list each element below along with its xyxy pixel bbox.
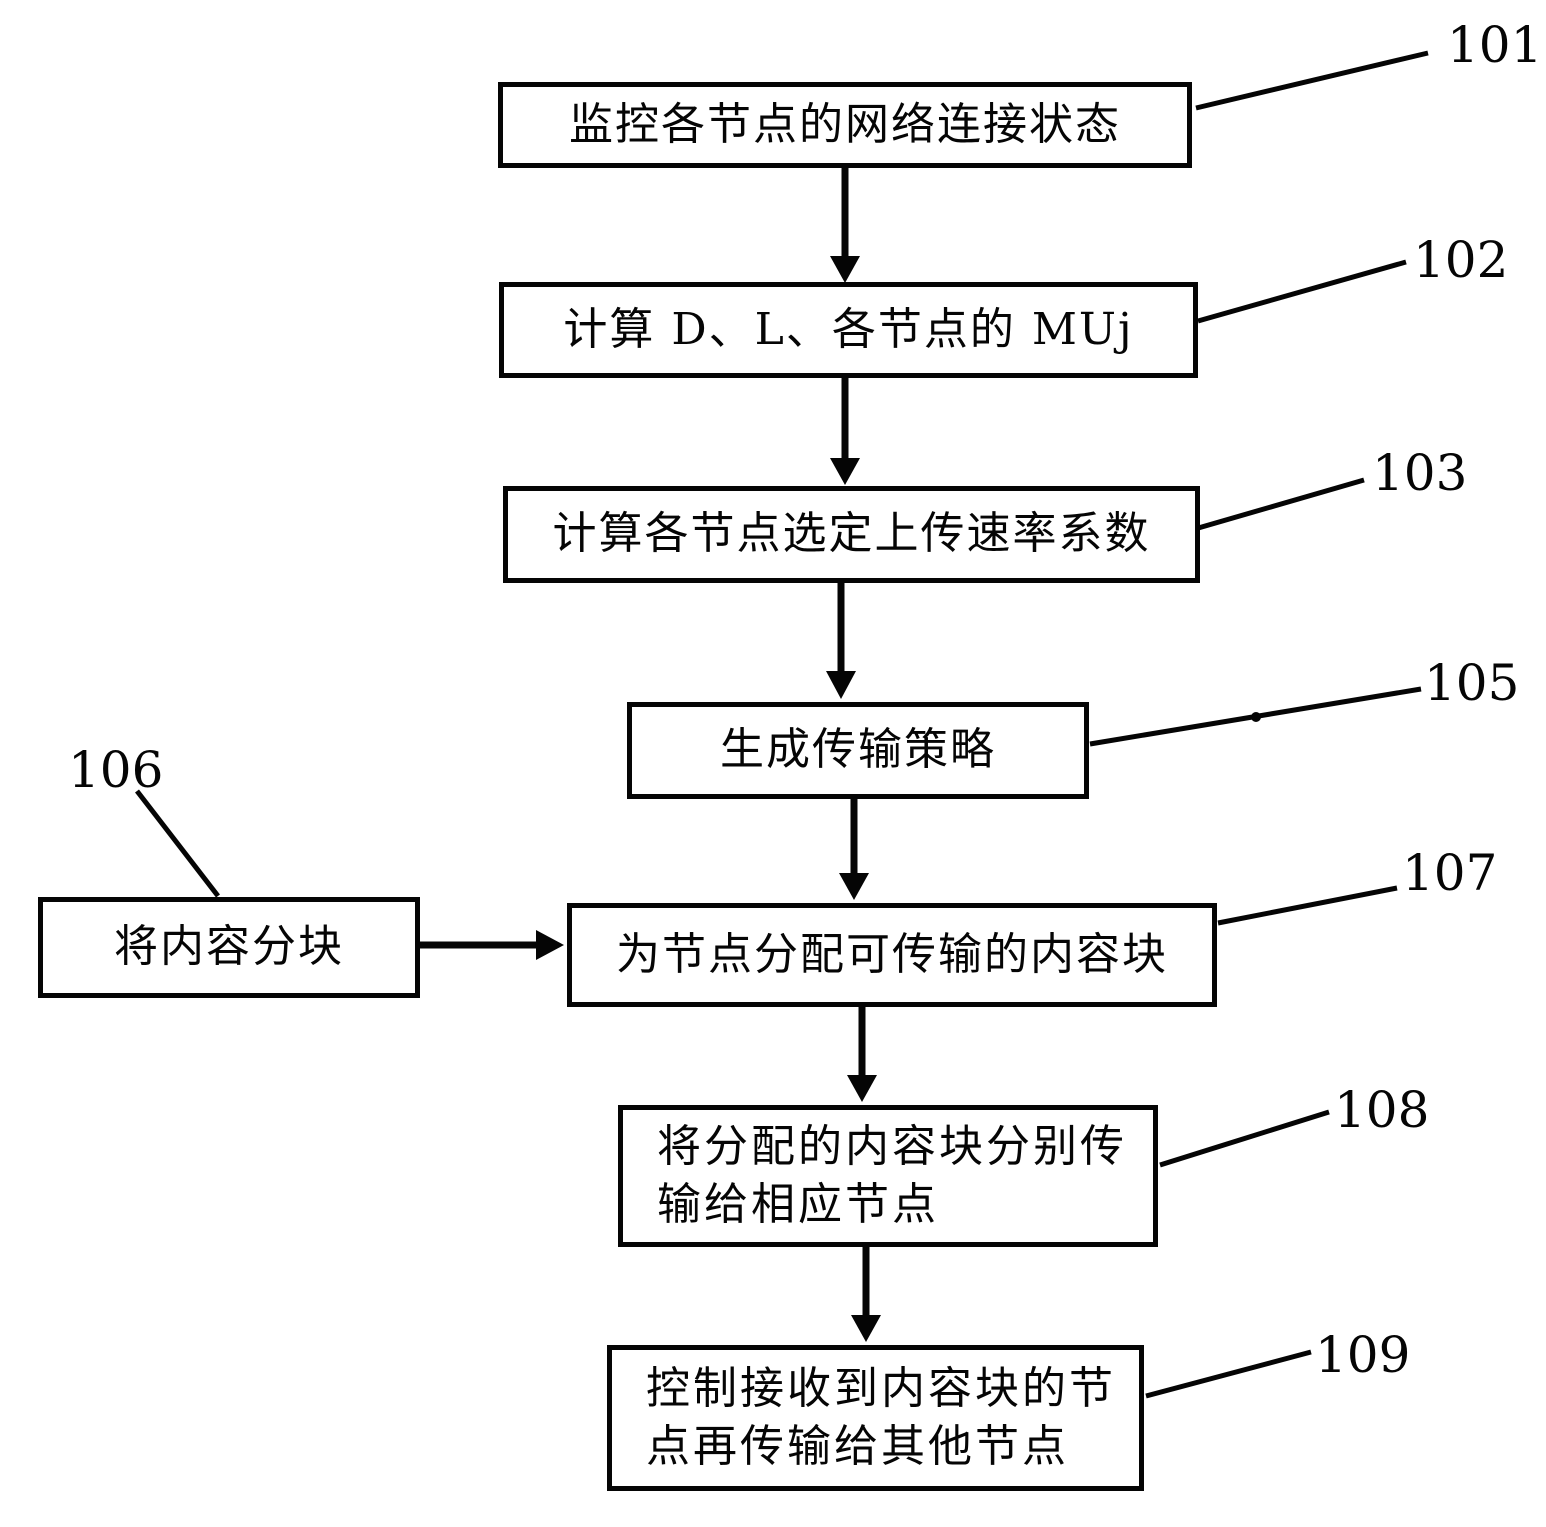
leader-line-106	[135, 789, 220, 898]
leader-line-107	[1217, 885, 1398, 926]
step-box-103: 计算各节点选定上传速率系数	[503, 486, 1200, 583]
step-label-105: 生成传输策略	[720, 724, 996, 776]
ref-label-101: 101	[1447, 16, 1543, 74]
step-box-108: 将分配的内容块分别传 输给相应节点	[618, 1105, 1158, 1247]
leader-line-102	[1197, 259, 1407, 324]
leader-line-108	[1159, 1109, 1330, 1168]
step-box-107: 为节点分配可传输的内容块	[567, 903, 1217, 1007]
leader-line-101	[1195, 50, 1429, 111]
arrow-107-108	[847, 1005, 877, 1102]
ref-label-107: 107	[1402, 844, 1498, 902]
leader-dot-105	[1251, 712, 1261, 722]
arrow-103-105	[826, 581, 856, 699]
step-label-109-line1: 控制接收到内容块的节	[646, 1362, 1116, 1414]
step-box-106: 将内容分块	[38, 897, 420, 998]
arrow-106-107	[420, 930, 564, 960]
ref-label-105: 105	[1424, 654, 1520, 712]
step-label-103: 计算各节点选定上传速率系数	[552, 508, 1151, 560]
step-label-106: 将内容分块	[114, 921, 344, 973]
arrow-101-102	[830, 166, 860, 283]
step-box-102: 计算 D、L、各节点的 MUj	[499, 282, 1198, 378]
step-label-101: 监控各节点的网络连接状态	[569, 98, 1121, 150]
ref-label-103: 103	[1372, 444, 1468, 502]
arrow-105-107	[839, 797, 869, 900]
step-label-107: 为节点分配可传输的内容块	[616, 928, 1168, 980]
ref-label-109: 109	[1315, 1326, 1411, 1384]
arrow-102-103	[830, 376, 860, 485]
step-box-105: 生成传输策略	[627, 702, 1089, 799]
step-label-108-line2: 输给相应节点	[657, 1179, 939, 1230]
step-label-102: 计算 D、L、各节点的 MUj	[563, 303, 1134, 355]
step-label-109-line2: 点再传输给其他节点	[646, 1421, 1069, 1472]
ref-label-106: 106	[68, 741, 164, 799]
arrow-108-109	[851, 1245, 881, 1342]
step-box-109: 控制接收到内容块的节 点再传输给其他节点	[607, 1345, 1144, 1491]
step-box-101: 监控各节点的网络连接状态	[498, 82, 1192, 168]
leader-line-109	[1145, 1349, 1312, 1399]
ref-label-102: 102	[1413, 231, 1509, 289]
ref-label-108: 108	[1334, 1081, 1430, 1139]
step-label-108-line1: 将分配的内容块分别传	[657, 1120, 1127, 1172]
